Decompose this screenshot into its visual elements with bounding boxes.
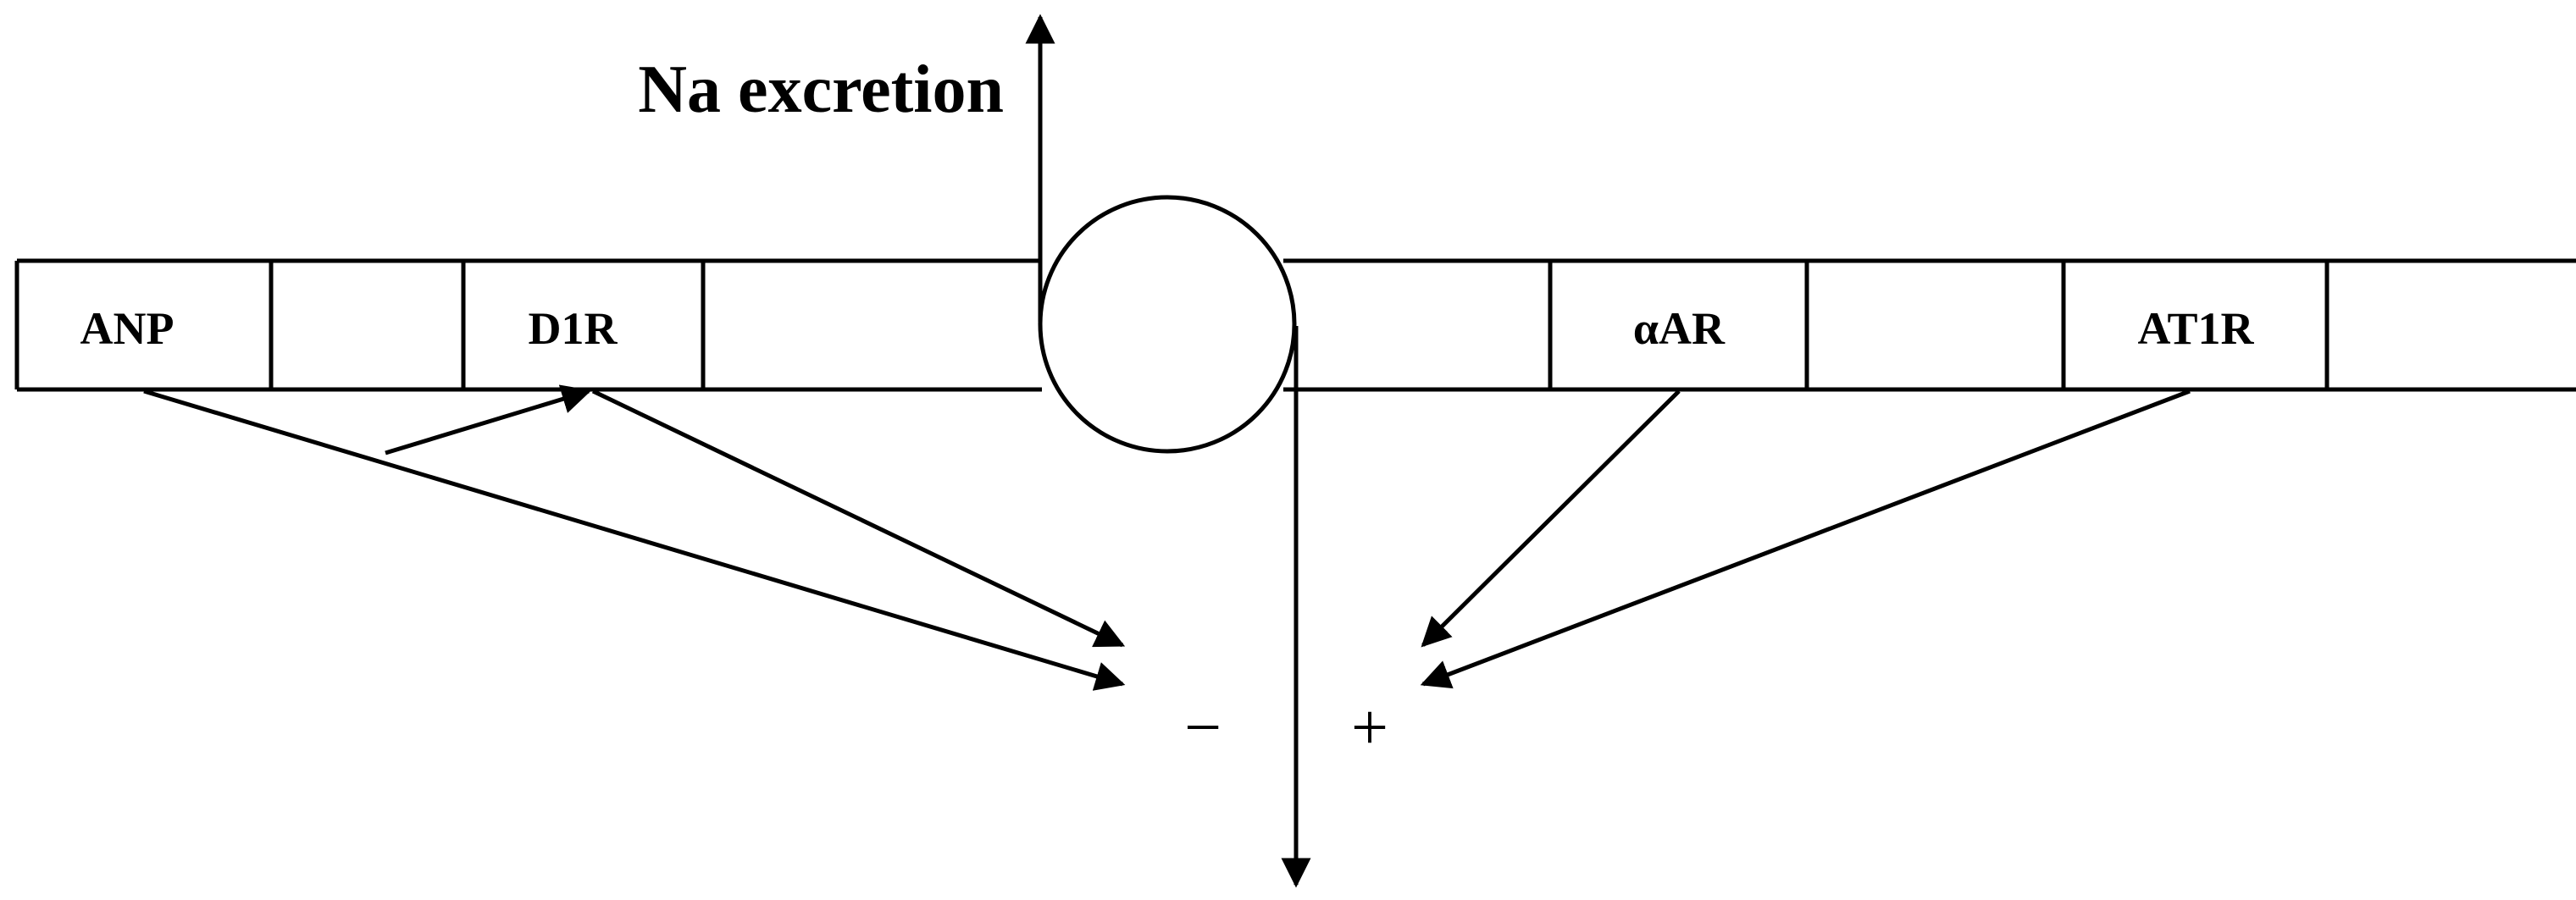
tubule-band bbox=[14, 258, 2576, 392]
d1r-label: D1R bbox=[529, 303, 618, 354]
anp-to-minus-arrow bbox=[143, 389, 1126, 691]
at1r-to-plus-arrow bbox=[1420, 389, 2191, 689]
inhibitory-sign: − bbox=[1184, 690, 1222, 764]
d1r-to-minus-arrow bbox=[591, 389, 1126, 648]
alpha-ar-to-plus-arrow bbox=[1421, 389, 1681, 648]
input-to-d1r-arrow bbox=[385, 384, 592, 456]
central-cell-circle bbox=[1038, 195, 1297, 454]
influence-arrows bbox=[143, 384, 2191, 691]
anp-label: ANP bbox=[80, 303, 175, 354]
alpha-ar-label: αAR bbox=[1633, 303, 1726, 354]
at1r-label: AT1R bbox=[2137, 303, 2254, 354]
na-excretion-title: Na excretion bbox=[638, 52, 1004, 127]
stimulatory-sign: + bbox=[1351, 690, 1388, 764]
